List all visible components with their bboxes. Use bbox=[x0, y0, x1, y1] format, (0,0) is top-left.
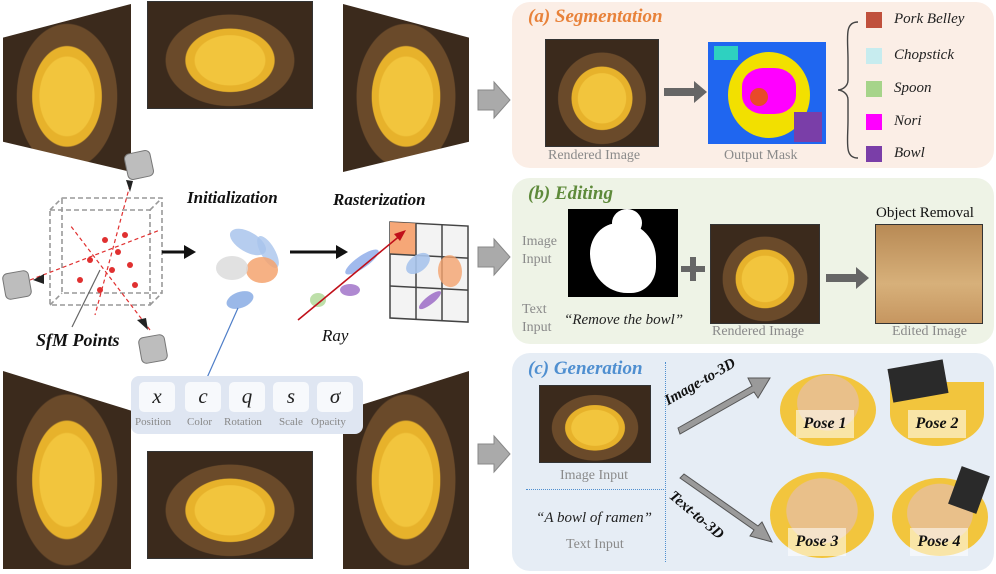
rasterization-label: Rasterization bbox=[333, 190, 426, 209]
view-photo-top-center bbox=[148, 2, 312, 108]
seg-mask-caption: Output Mask bbox=[724, 148, 798, 163]
object-removal-label: Object Removal bbox=[876, 205, 974, 221]
camera-icon-top bbox=[124, 150, 154, 180]
segmentation-title: (a) Segmentation bbox=[528, 6, 663, 27]
sfm-points-label: SfM Points bbox=[36, 330, 120, 350]
param-symbol-rotation: q bbox=[229, 382, 265, 412]
gen-image-input-caption: Image Input bbox=[560, 468, 629, 483]
legend-swatch-chopstick bbox=[866, 48, 882, 64]
pose-2-image bbox=[884, 359, 990, 452]
param-label-opacity: Opacity bbox=[311, 416, 346, 428]
view-photo-top-right bbox=[343, 4, 469, 172]
edit-image-input-line2: Input bbox=[522, 252, 552, 267]
gen-arrows bbox=[677, 377, 773, 543]
raster-grid bbox=[389, 221, 469, 323]
edit-text-input-line2: Input bbox=[522, 320, 552, 335]
pipeline-diagram bbox=[2, 150, 469, 380]
view-photo-bottom-right bbox=[343, 371, 469, 569]
param-label-rotation: Rotation bbox=[224, 416, 262, 428]
legend-swatch-nori bbox=[866, 114, 882, 130]
legend-label-bowl: Bowl bbox=[894, 145, 925, 161]
seg-rendered-caption: Rendered Image bbox=[548, 148, 641, 163]
param-label-position: Position bbox=[135, 416, 172, 428]
seg-output-mask bbox=[708, 42, 826, 144]
edit-edited-caption: Edited Image bbox=[892, 324, 968, 339]
sfm-cube bbox=[49, 197, 163, 306]
legend-label-chopstick: Chopstick bbox=[894, 47, 954, 63]
view-photo-bottom-left bbox=[3, 371, 131, 569]
param-symbol-opacity: σ bbox=[317, 382, 353, 412]
edit-arrow bbox=[826, 267, 869, 289]
param-label-scale: Scale bbox=[279, 416, 303, 428]
legend-label-spoon: Spoon bbox=[894, 80, 932, 96]
generation-title: (c) Generation bbox=[528, 358, 643, 379]
edit-prompt: “Remove the bowl” bbox=[564, 312, 684, 328]
param-symbol-color: c bbox=[185, 382, 221, 412]
pose-3-label: Pose 3 bbox=[788, 528, 846, 556]
param-symbol-scale: s bbox=[273, 382, 309, 412]
param-symbol-position: x bbox=[139, 382, 175, 412]
gen-input-image bbox=[540, 386, 650, 462]
edit-image-input-line1: Image bbox=[522, 234, 557, 249]
arrow-to-editing bbox=[477, 237, 511, 277]
arrow-to-generation bbox=[477, 434, 511, 474]
legend-swatch-spoon bbox=[866, 81, 882, 97]
initialization-label: Initialization bbox=[187, 188, 278, 207]
legend-swatch-bowl bbox=[866, 146, 882, 162]
view-photo-top-left bbox=[3, 4, 131, 172]
gen-divider bbox=[526, 489, 666, 490]
edit-input-mask bbox=[568, 209, 678, 297]
pose-1-label: Pose 1 bbox=[796, 410, 854, 438]
legend-label-nori: Nori bbox=[894, 113, 922, 129]
ray-label: Ray bbox=[322, 326, 349, 345]
gen-vertical-divider bbox=[665, 362, 666, 562]
legend-swatch-pork bbox=[866, 12, 882, 28]
pose-2-label: Pose 2 bbox=[908, 410, 966, 438]
seg-arrow bbox=[664, 81, 707, 103]
pose-4-label: Pose 4 bbox=[910, 528, 968, 556]
edit-edited-image bbox=[876, 225, 982, 323]
edit-rendered-caption: Rendered Image bbox=[712, 324, 805, 339]
pose-1-image bbox=[774, 366, 880, 452]
editing-title: (b) Editing bbox=[528, 183, 613, 204]
gen-text-input-caption: Text Input bbox=[566, 537, 624, 552]
param-label-color: Color bbox=[187, 416, 213, 428]
camera-icon-left bbox=[2, 270, 32, 300]
gen-text-prompt: “A bowl of ramen” bbox=[536, 510, 652, 526]
plus-icon bbox=[681, 257, 705, 281]
edit-text-input-line1: Text bbox=[522, 302, 547, 317]
legend-bracket bbox=[837, 21, 859, 159]
arrow-to-segmentation bbox=[477, 80, 511, 120]
view-photo-bottom-center bbox=[148, 452, 312, 558]
legend-label-pork: Pork Belley bbox=[894, 11, 965, 27]
seg-rendered-image bbox=[546, 40, 658, 146]
gaussian-params-box: x c q s σ Position Color Rotation Scale … bbox=[131, 376, 363, 434]
camera-icon-bottom bbox=[138, 334, 168, 364]
edit-rendered-image bbox=[711, 225, 819, 323]
